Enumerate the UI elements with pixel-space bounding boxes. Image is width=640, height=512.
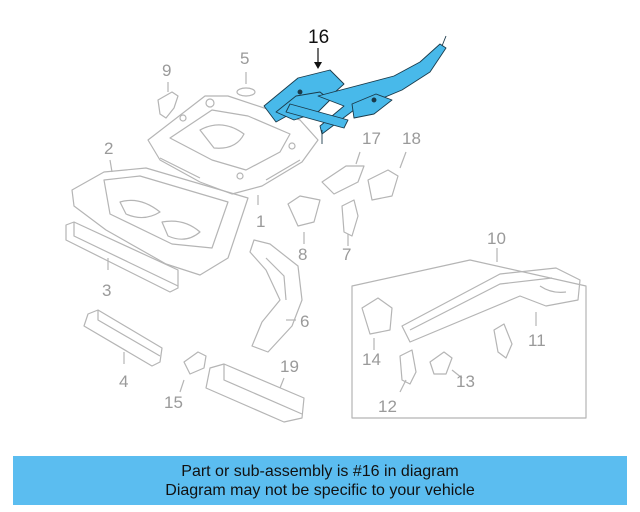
callout-17: 17: [362, 129, 381, 148]
part-7-bracket: [341, 199, 359, 246]
part-15-bracket: [179, 351, 207, 393]
part-6-wheelhouse: [249, 239, 303, 353]
part-11-rail: [401, 267, 581, 343]
part-18-bracket: [367, 151, 407, 201]
callout-6: 6: [300, 312, 310, 331]
part-5-plug: [236, 72, 256, 97]
part-4-sill: [83, 309, 163, 367]
part-2-front-floor: [71, 159, 249, 276]
banner-line-disclaimer: Diagram may not be specific to your vehi…: [165, 482, 475, 499]
parts-diagram-drawing: [65, 35, 587, 423]
part-19-rail: [205, 363, 305, 423]
callout-3: 3: [102, 281, 112, 300]
part-14-bracket: [361, 297, 393, 350]
callout-15: 15: [164, 393, 183, 412]
info-banner: Part or sub-assembly is #16 in diagram D…: [13, 456, 627, 505]
callout-8: 8: [298, 245, 308, 264]
callout-13: 13: [456, 372, 475, 391]
callout-19: 19: [280, 357, 299, 376]
banner-line-part: Part or sub-assembly is #16 in diagram: [181, 463, 459, 480]
callout-7: 7: [342, 245, 352, 264]
part-9-bracket: [157, 82, 179, 119]
callout-12: 12: [378, 397, 397, 416]
callout-11: 11: [528, 331, 546, 350]
callout-1: 1: [256, 212, 266, 231]
callout-14: 14: [362, 350, 381, 369]
callout-16-arrow: [314, 48, 322, 69]
part-16-highlighted-assembly: [263, 35, 447, 144]
parts-diagram: 1 2 3 4 5 6 7 8 9 10 11 12 13 14 15 16 1…: [65, 27, 587, 423]
callout-2: 2: [104, 139, 114, 158]
part-10-group-box: [351, 248, 587, 419]
part-13-bracket: [429, 351, 463, 379]
part-1-rear-floor: [147, 95, 319, 205]
callout-5: 5: [240, 49, 250, 68]
part-11-bracket: [493, 323, 513, 359]
callout-9: 9: [162, 61, 172, 80]
callout-10: 10: [487, 229, 506, 248]
callout-16: 16: [308, 27, 330, 48]
part-3-crossmember: [65, 221, 179, 293]
part-12-bracket: [399, 349, 417, 393]
callout-18: 18: [402, 129, 421, 148]
callout-4: 4: [119, 372, 129, 391]
part-17-bracket: [321, 151, 365, 195]
part-8-bracket: [287, 195, 321, 244]
